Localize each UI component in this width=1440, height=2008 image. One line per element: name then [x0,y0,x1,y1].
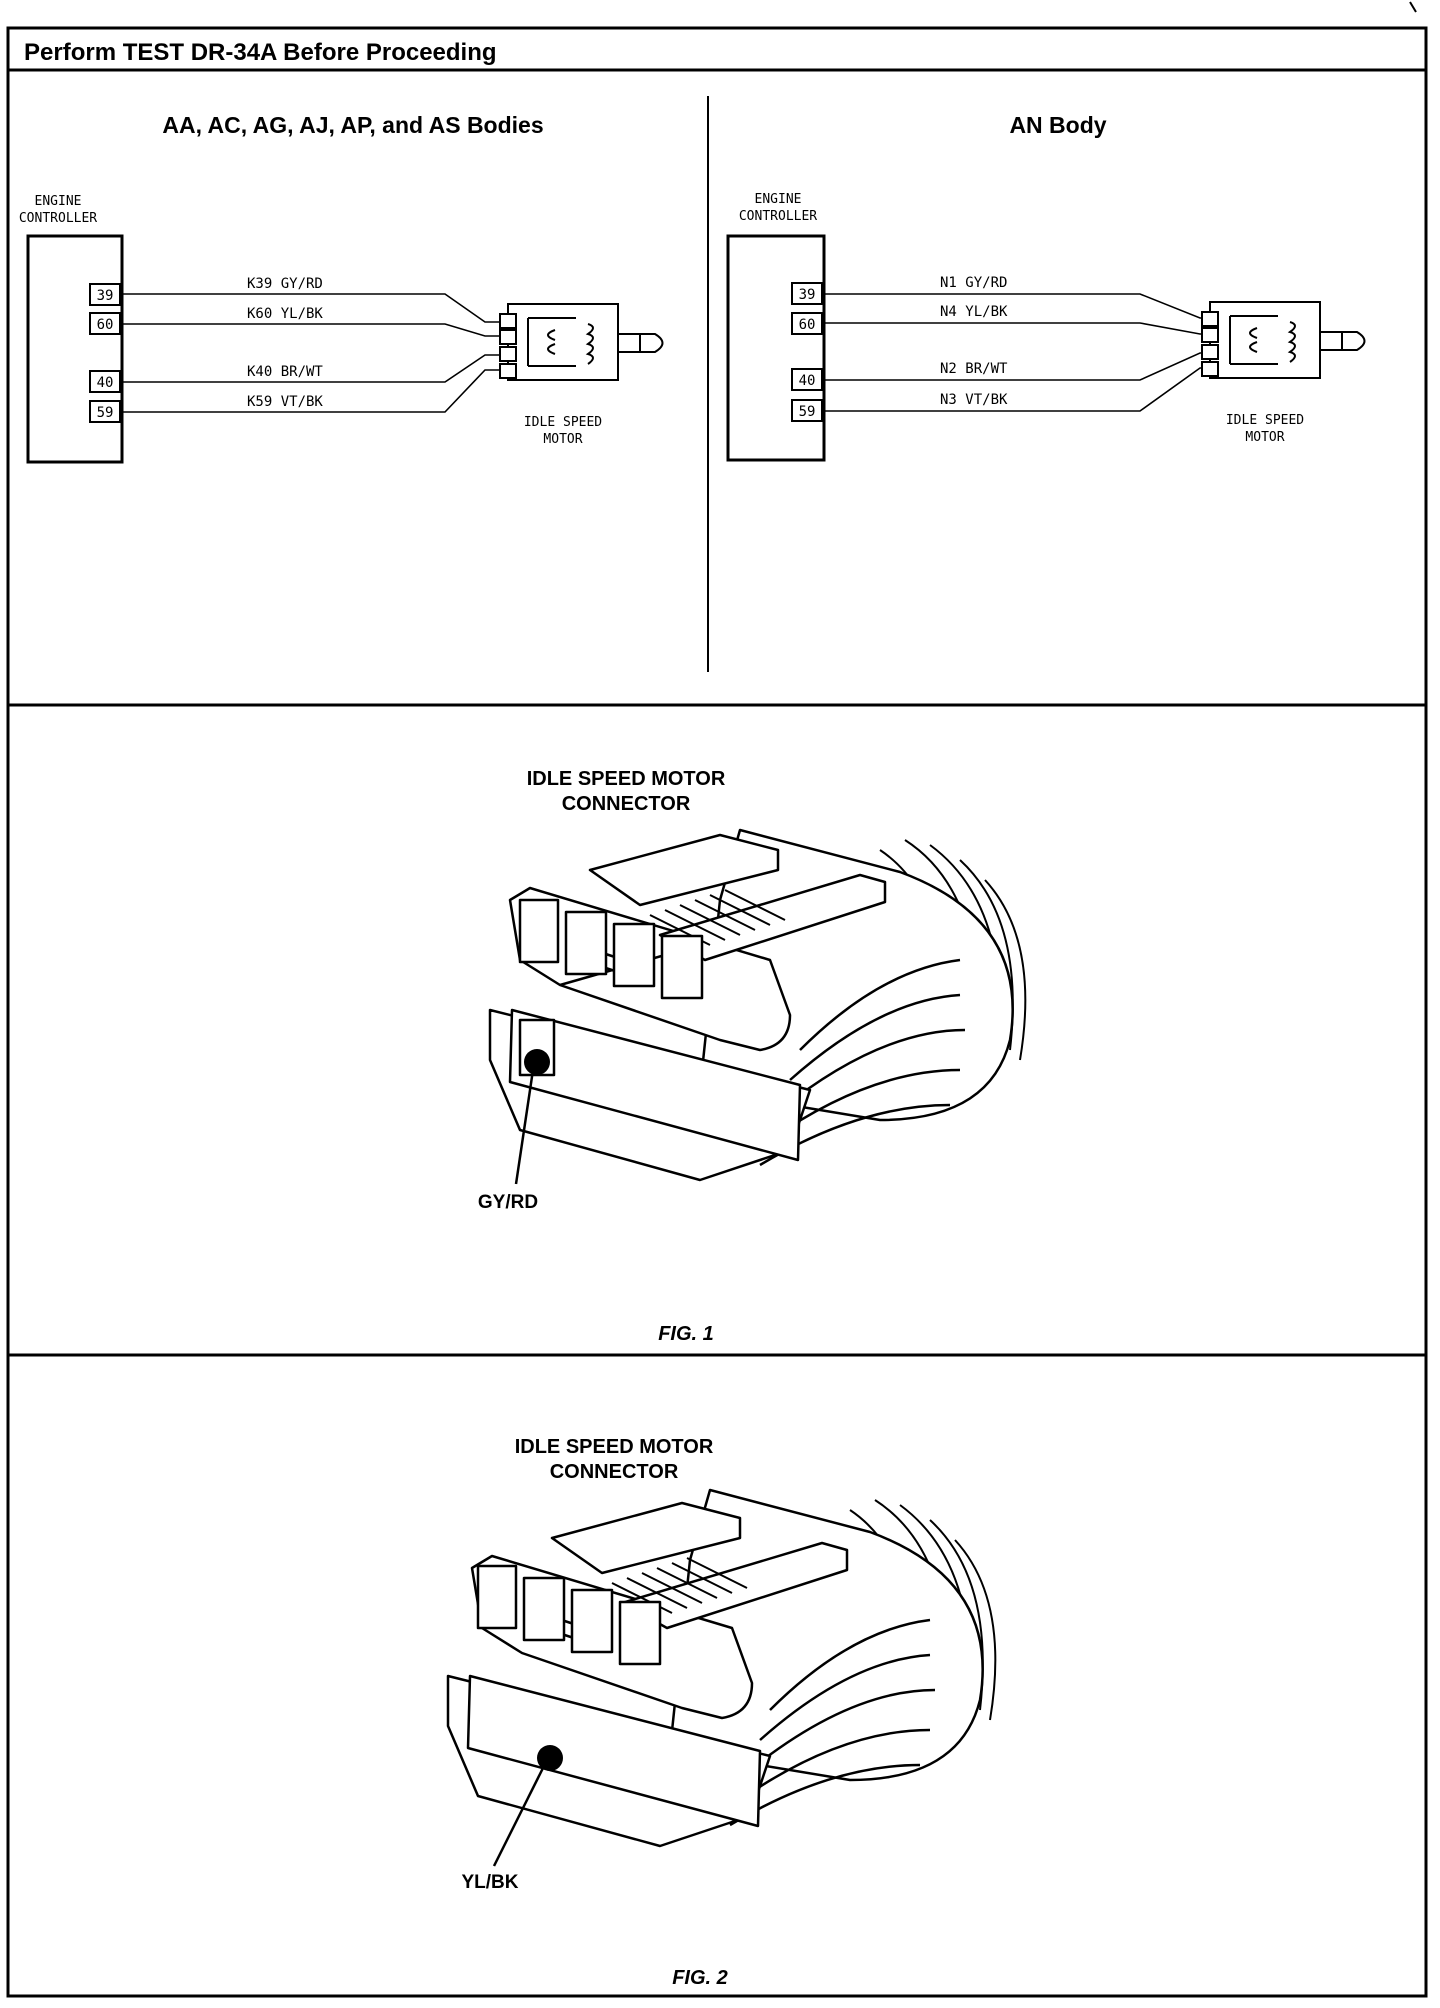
right-motor-label-1: IDLE SPEED [1226,413,1304,428]
fig2-connector-label-1: IDLE SPEED MOTOR [515,1436,714,1458]
right-pin-box-60 [791,312,823,335]
left-idle-speed-motor-symbol [499,303,664,381]
left-wires [122,293,508,413]
left-panel-title: AA, AC, AG, AJ, AP, and AS Bodies [162,112,543,138]
fig2-connector-label-2: CONNECTOR [550,1461,679,1483]
right-engine-controller-box [726,234,826,462]
left-pin-59: 59 [97,405,114,421]
right-pin-box-59 [791,399,823,422]
page-title: Perform TEST DR-34A Before Proceeding [24,39,497,66]
right-pin-39: 39 [799,287,816,303]
corner-mark [1409,1,1417,13]
fig2-pin-marker [537,1745,563,1771]
right-pin-box-39 [791,282,823,305]
right-pin-60: 60 [799,317,816,333]
fig1-section: IDLE SPEED MOTOR CONNECTOR [478,768,1027,1345]
fig1-caption: FIG. 1 [658,1323,714,1345]
left-pin-box-60 [89,312,121,335]
fig2-section: IDLE SPEED MOTOR CONNECTOR [446,1436,997,1989]
left-motor-label-1: IDLE SPEED [524,415,602,430]
fig1-pin-marker [524,1049,550,1075]
left-pin-box-59 [89,400,121,423]
right-wire-n3: N3 VT/BK [940,392,1008,408]
right-wiring-panel: AN Body ENGINE CONTROLLER 39 60 40 59 N1… [726,112,1366,462]
fig1-connector-label-2: CONNECTOR [562,793,691,815]
left-motor-label-2: MOTOR [543,432,582,447]
left-pin-39: 39 [97,288,114,304]
right-controller-label-1: ENGINE [755,192,802,207]
left-pin-box-40 [89,370,121,393]
right-panel-title: AN Body [1009,112,1106,138]
left-pin-60: 60 [97,317,114,333]
left-wiring-panel: AA, AC, AG, AJ, AP, and AS Bodies ENGINE… [19,112,664,464]
left-wire-k39: K39 GY/RD [247,276,323,292]
fig1-pin-label: GY/RD [478,1192,538,1213]
fig1-connector-label-1: IDLE SPEED MOTOR [527,768,726,790]
left-pin-40: 40 [97,375,114,391]
left-controller-label-2: CONTROLLER [19,211,97,226]
left-wire-k60: K60 YL/BK [247,306,323,322]
right-controller-label-2: CONTROLLER [739,209,817,224]
right-motor-label-2: MOTOR [1245,430,1284,445]
right-pin-box-40 [791,368,823,391]
right-wire-n2: N2 BR/WT [940,361,1008,377]
page-frame [6,26,1428,1998]
right-wire-n4: N4 YL/BK [940,304,1008,320]
fig1-leader-line [514,1069,535,1185]
fig2-leader-line [492,1765,546,1867]
right-pin-59: 59 [799,404,816,420]
fig2-pin-label: YL/BK [462,1872,519,1893]
right-pin-40: 40 [799,373,816,389]
left-engine-controller-box [26,234,124,464]
left-wire-k40: K40 BR/WT [247,364,323,380]
right-wire-n1: N1 GY/RD [940,275,1007,291]
right-idle-speed-motor-symbol [1201,301,1366,379]
fig2-connector-illustration [446,1488,997,1848]
fig2-caption: FIG. 2 [672,1967,728,1989]
fig1-connector-illustration [488,828,1027,1182]
left-pin-box-39 [89,283,121,306]
left-wire-k59: K59 VT/BK [247,394,323,410]
right-wires [824,293,1210,412]
left-controller-label-1: ENGINE [35,194,82,209]
